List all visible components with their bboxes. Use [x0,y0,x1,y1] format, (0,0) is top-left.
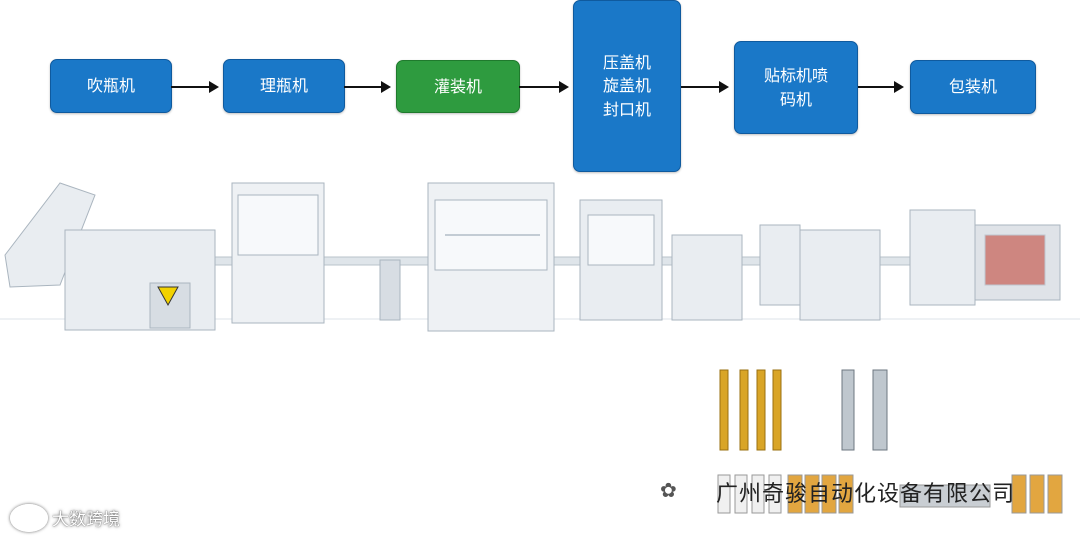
step-label-line1: 压盖机 [602,53,651,73]
step-filling-box: 灌装机 [396,60,520,113]
flow-arrow [171,81,219,93]
bottles [717,474,1063,514]
step-capping-box: 压盖机 旋盖机 封口机 [573,0,681,172]
step-blow-molding-box: 吹瓶机 [50,59,172,113]
flow-arrow [858,81,904,93]
step-label: 吹瓶机 [86,76,135,96]
flow-arrow [344,81,391,93]
step-label: 包装机 [948,77,997,97]
shrink-wrap-machine [909,209,1061,306]
step-label-line2: 码机 [779,89,812,109]
wechat-logo-icon: ✿ [660,478,677,502]
step-labeling-coding-box: 贴标机喷 码机 [734,41,858,134]
flow-arrow [681,81,729,93]
capping-heads [841,369,888,451]
blow-molding-machine [4,182,216,331]
filling-machine [379,182,555,332]
step-label: 灌装机 [433,76,482,96]
flow-arrow [519,81,569,93]
platform-watermark: 大数跨境 [52,510,120,530]
step-packaging-box: 包装机 [910,60,1036,114]
step-bottle-sorter-box: 理瓶机 [223,59,345,113]
bottle-sorter-machine [231,182,325,324]
weibo-logo-icon [10,504,48,532]
labeling-machine [671,224,881,321]
production-line-illustration [4,182,1063,514]
step-label-line2: 旋盖机 [602,76,651,96]
step-label-line3: 封口机 [602,99,651,119]
capping-machine [579,199,663,321]
filling-nozzles [719,369,782,451]
step-label-line1: 贴标机喷 [763,66,828,86]
step-label: 理瓶机 [259,76,308,96]
company-watermark: 广州奇骏自动化设备有限公司 [716,482,1016,507]
